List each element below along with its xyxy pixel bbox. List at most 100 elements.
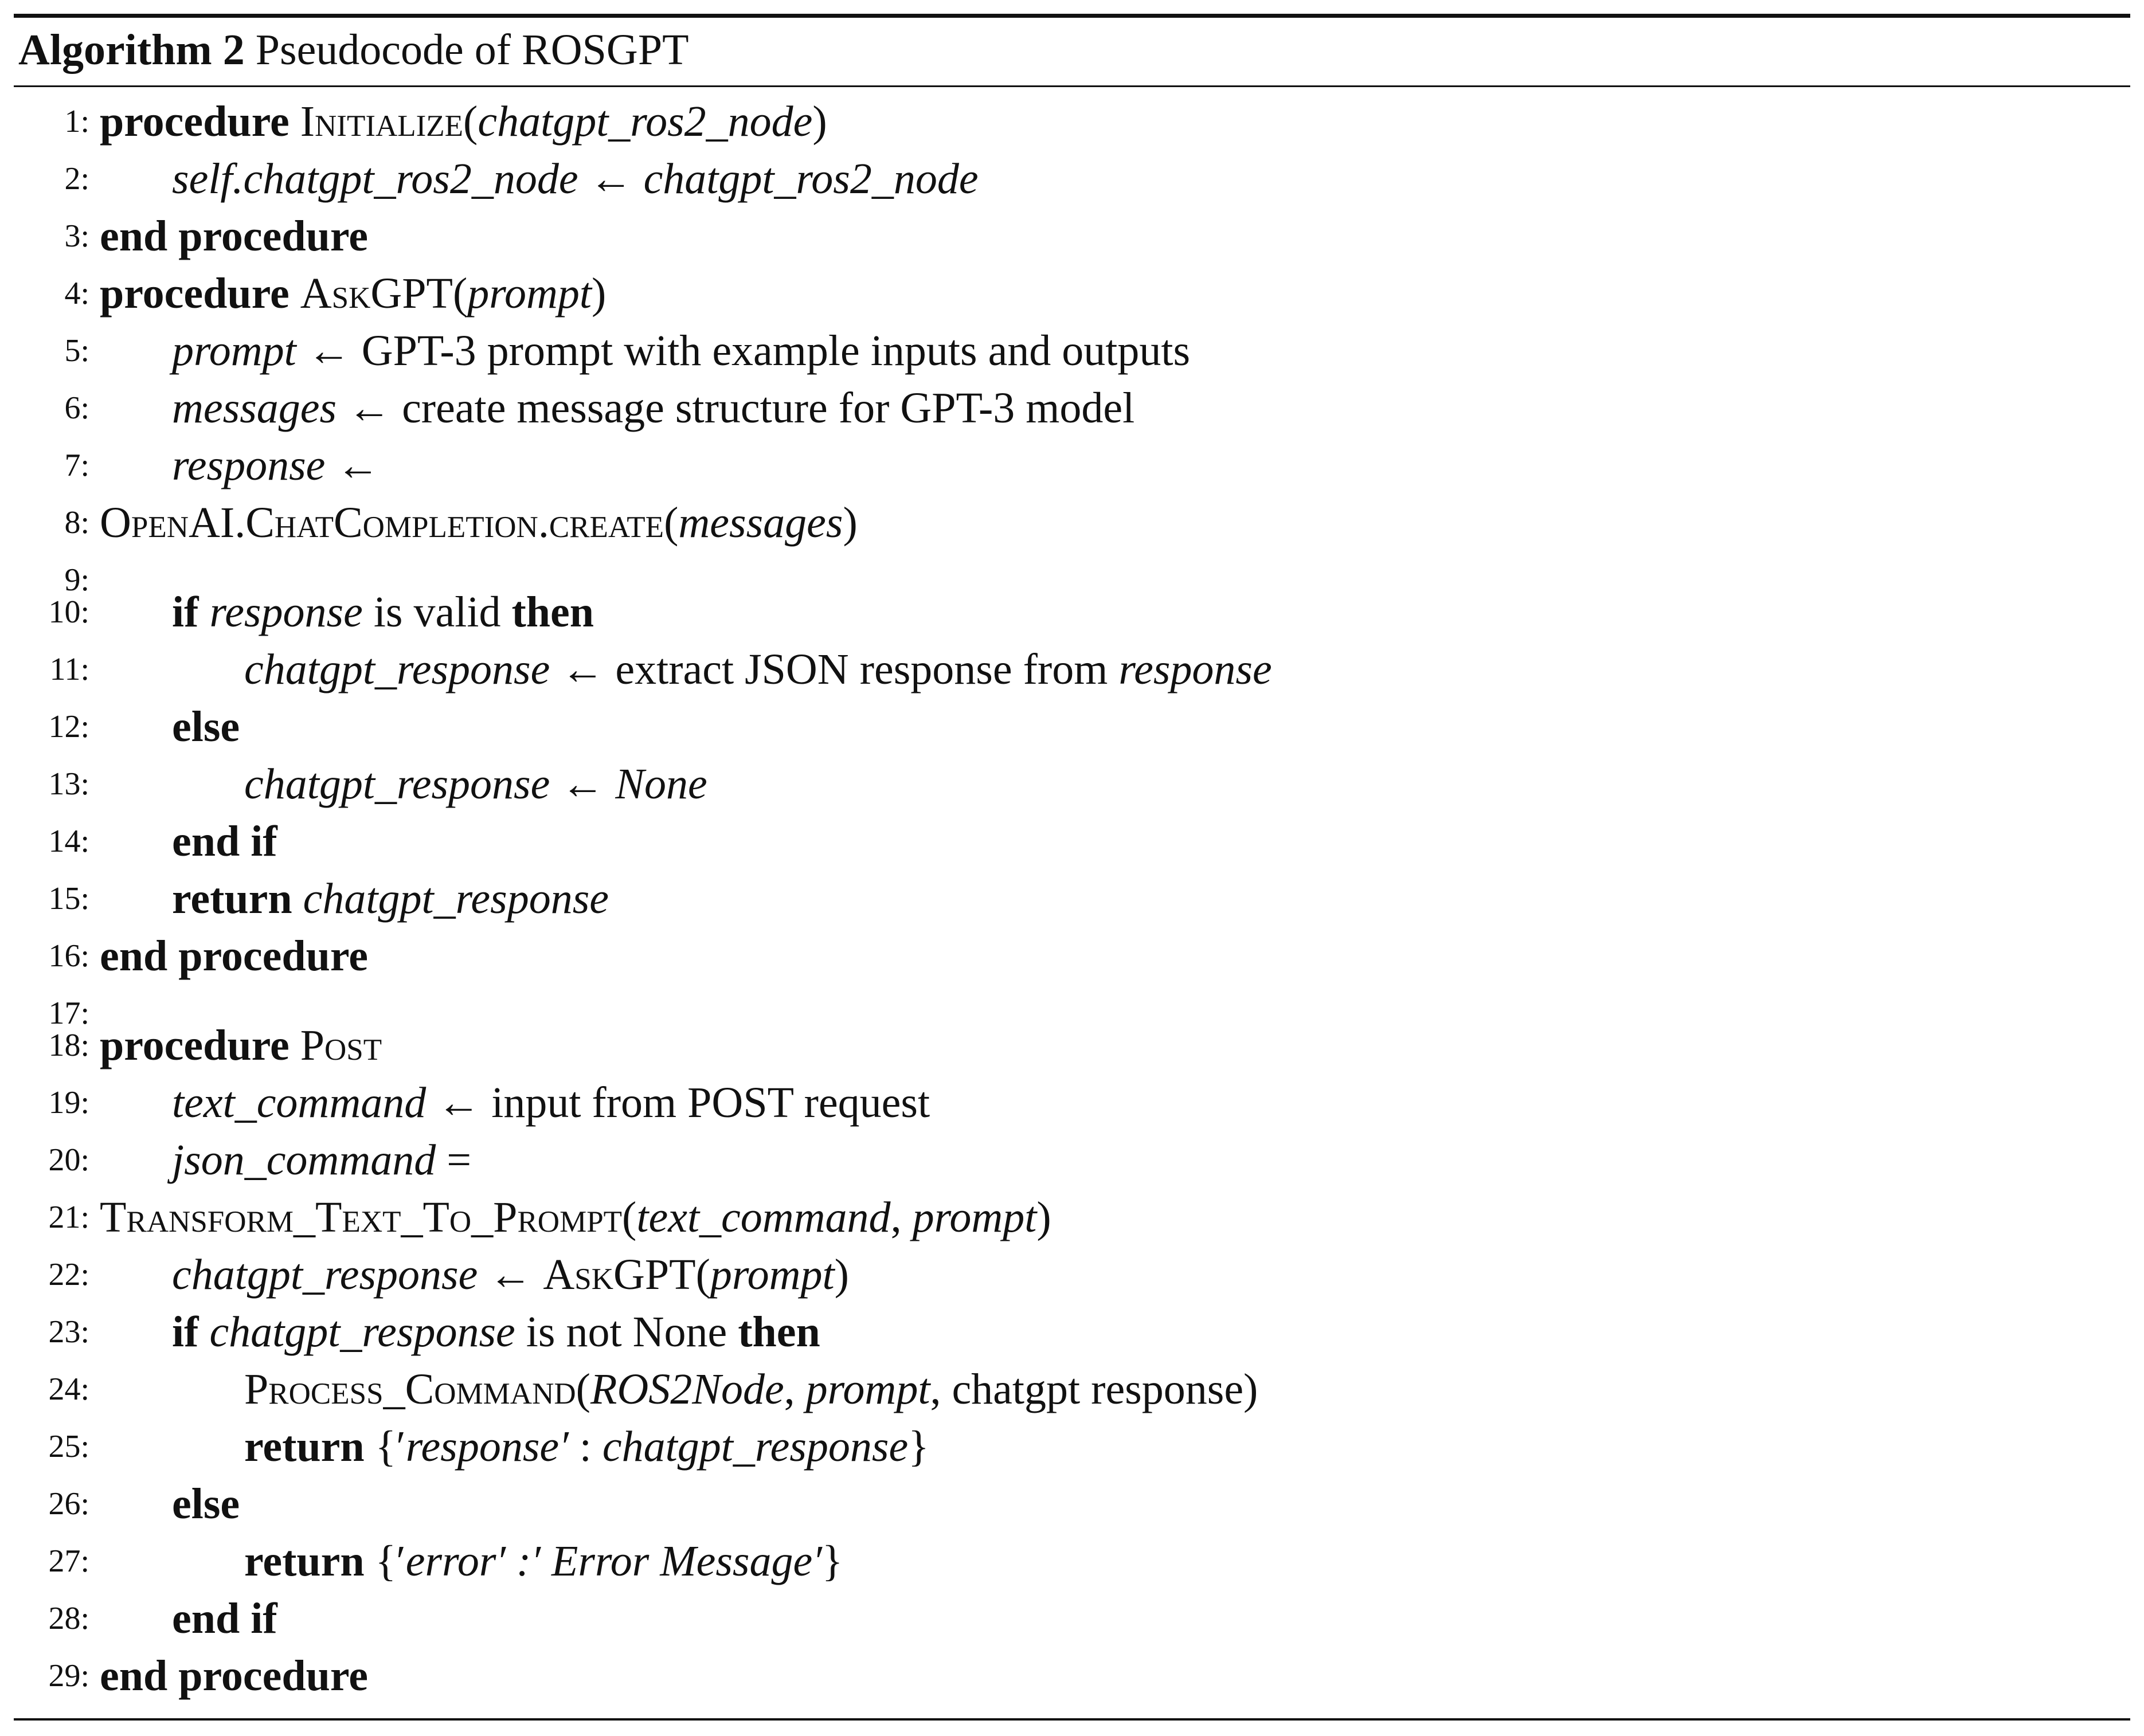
line-number: 27: (48, 1543, 89, 1579)
code-token: response (209, 588, 363, 636)
code-token: ← input from POST request (426, 1079, 930, 1127)
code-token: : (568, 1422, 602, 1471)
algorithm-caption: Algorithm 2 Pseudocode of ROSGPT (14, 22, 2130, 77)
code-token: ← GPT-3 prompt with example inputs and o… (296, 327, 1191, 375)
code-token: ( (622, 1193, 637, 1241)
line-code: else (172, 698, 240, 755)
code-token: then (738, 1308, 820, 1356)
code-line: 28: end if (14, 1590, 2130, 1647)
line-number: 24: (48, 1371, 89, 1407)
code-line: 27:return {′error′ :′ Error Message′} (14, 1533, 2130, 1590)
code-line: 21:Transform_Text_To_Prompt(text_command… (14, 1189, 2130, 1246)
line-number: 5: (64, 333, 89, 369)
code-token: chatgpt_response (244, 760, 550, 808)
line-code: end procedure (100, 207, 368, 265)
code-token: response (172, 441, 326, 489)
line-number: 6: (64, 390, 89, 426)
algorithm-title: Pseudocode of ROSGPT (255, 26, 689, 74)
line-number: 3: (64, 218, 89, 254)
code-token: ← extract JSON response from (550, 645, 1119, 693)
code-token: end if (172, 1594, 277, 1643)
line-number: 4: (64, 276, 89, 311)
code-token: None (615, 760, 707, 808)
code-line: 25:return {′response′ : chatgpt_response… (14, 1418, 2130, 1475)
code-token: else (172, 1480, 240, 1528)
line-code: json_command = (172, 1131, 471, 1189)
code-line: 13:chatgpt_response ← None (14, 755, 2130, 813)
line-number: 9: (64, 562, 89, 598)
code-token: end procedure (100, 212, 368, 260)
code-token: return (172, 875, 303, 923)
line-code: end if (172, 1590, 277, 1647)
code-token: Initialize (300, 97, 464, 146)
line-number: 8: (64, 505, 89, 540)
pseudocode-lines: 1: procedure Initialize ( chatgpt_ros2_node… (14, 93, 2130, 1704)
line-number: 1: (64, 104, 89, 139)
code-line: 1:procedure Initialize(chatgpt_ros2_node… (14, 93, 2130, 150)
line-code: else (172, 1475, 240, 1533)
code-token: ROS2Node (590, 1365, 784, 1413)
line-number: 18: (48, 1028, 89, 1063)
line-code: prompt ← GPT-3 prompt with example input… (172, 322, 1190, 379)
code-token: else (172, 703, 240, 751)
code-token: ← (478, 1251, 543, 1299)
line-code: self.chatgpt_ros2_node ← chatgpt_ros2_no… (172, 150, 979, 207)
line-code: if response is valid then (172, 583, 594, 641)
line-number: 28: (48, 1601, 89, 1636)
code-token: } (908, 1422, 929, 1471)
code-token: , chatgpt response) (930, 1365, 1258, 1413)
code-token: self.chatgpt_ros2_node (172, 155, 578, 203)
code-token: json_command (172, 1136, 436, 1184)
code-line: 16:end procedure (14, 927, 2130, 985)
line-code: chatgpt_response ← extract JSON response… (244, 641, 1272, 698)
code-token: prompt (467, 269, 592, 318)
line-number: 12: (48, 709, 89, 744)
code-line: 15:return chatgpt_response (14, 870, 2130, 927)
line-code: end procedure (100, 927, 368, 985)
line-number: 19: (48, 1085, 89, 1120)
code-token: procedure (100, 1021, 300, 1069)
line-code: Transform_Text_To_Prompt(text_command, p… (100, 1189, 1051, 1246)
code-token: AskGPT (543, 1251, 696, 1299)
line-code: OpenAI.ChatCompletion.create(messages) (100, 494, 858, 551)
code-token: prompt (710, 1251, 835, 1299)
line-code: chatgpt_response ← AskGPT(prompt) (172, 1246, 849, 1303)
line-code: Process_Command(ROS2Node, prompt, chatgp… (244, 1361, 1258, 1418)
code-token: end procedure (100, 932, 368, 980)
line-code: chatgpt_response ← None (244, 755, 707, 813)
line-number: 22: (48, 1257, 89, 1292)
code-token: AskGPT (300, 269, 453, 318)
code-token: ← (325, 441, 380, 489)
code-token: prompt (172, 327, 296, 375)
code-token: procedure (100, 97, 300, 146)
code-token: if (172, 1308, 210, 1356)
code-token: ) (1036, 1193, 1051, 1241)
code-line: 9: (14, 551, 2130, 598)
code-token: messages (172, 384, 337, 432)
code-line: 7: response ← (14, 437, 2130, 494)
code-line: 6:messages ← create message structure fo… (14, 379, 2130, 437)
line-number: 7: (64, 448, 89, 483)
code-line: 29:end procedure (14, 1647, 2130, 1704)
line-code: text_command ← input from POST request (172, 1074, 930, 1131)
code-token: text_command (172, 1079, 427, 1127)
top-rule (14, 14, 2130, 18)
code-line: 14:end if (14, 813, 2130, 870)
code-token: ( (452, 269, 468, 318)
code-token: {′ (375, 1422, 406, 1471)
code-token: end procedure (100, 1652, 368, 1700)
code-token: {′ (375, 1537, 406, 1585)
code-token: chatgpt_ros2_node (643, 155, 979, 203)
code-token: ( (576, 1365, 590, 1413)
line-code: procedure AskGPT(prompt) (100, 265, 606, 322)
code-line: 12: else (14, 698, 2130, 755)
code-line: 17: (14, 985, 2130, 1031)
line-code: procedure Post (100, 1017, 382, 1074)
code-token: procedure (100, 269, 300, 318)
code-token: ← (578, 155, 644, 203)
code-token: Post (300, 1021, 382, 1069)
line-number: 14: (48, 824, 89, 859)
code-token: prompt (912, 1193, 1037, 1241)
code-token: prompt (805, 1365, 930, 1413)
code-line: 5: prompt ← GPT-3 prompt with example inp… (14, 322, 2130, 379)
